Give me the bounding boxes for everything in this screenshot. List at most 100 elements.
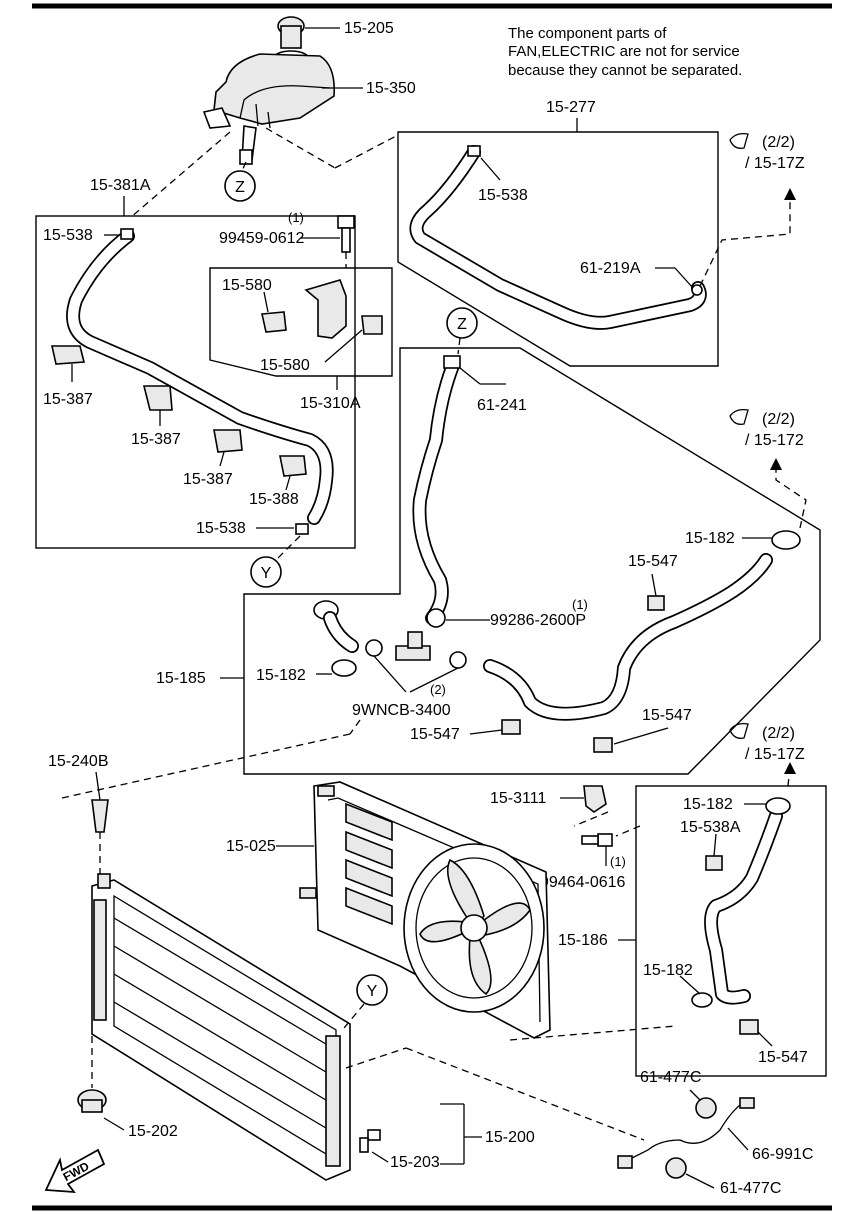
bracket-15-310A[interactable] — [304, 279, 347, 339]
hose-15-277[interactable] — [409, 145, 707, 330]
label-15-185: 15-185 — [156, 670, 206, 687]
hose-15-381A[interactable] — [66, 229, 334, 525]
clip-15-547-c[interactable] — [593, 737, 613, 753]
label-15-387-c: 15-387 — [183, 471, 233, 488]
hose-15-186[interactable] — [704, 809, 783, 1005]
label-61-477C-a: 61-477C — [640, 1069, 701, 1086]
ref-3-page[interactable]: (2/2) — [762, 725, 795, 742]
reservoir-icon[interactable] — [202, 16, 336, 165]
clip-15-388[interactable] — [279, 455, 307, 477]
label-15-350: 15-350 — [366, 80, 416, 97]
clip-15-547-d[interactable] — [739, 1019, 759, 1035]
tee-9WNCB-3400[interactable] — [395, 631, 431, 661]
label-15-202: 15-202 — [128, 1123, 178, 1140]
label-15-381A: 15-381A — [90, 177, 151, 194]
clamp-99286[interactable] — [426, 608, 446, 628]
fwd-arrow-icon: FWD — [44, 1148, 106, 1194]
group-15-381A-outline — [35, 215, 356, 549]
clip-15-547-b[interactable] — [501, 719, 521, 735]
clamp-15-182-b[interactable] — [771, 530, 801, 550]
label-15-388: 15-388 — [249, 491, 299, 508]
hose-15-185-upper[interactable] — [412, 361, 459, 625]
ref-2-page[interactable]: (2/2) — [762, 411, 795, 428]
bolt-99464-0616[interactable] — [581, 833, 613, 847]
label-99459-qty: (1) — [288, 210, 304, 225]
label-15-310A: 15-310A — [300, 395, 361, 412]
label-15-547-b: 15-547 — [410, 726, 460, 743]
note-line-3: because they cannot be separated. — [508, 62, 742, 79]
clip-15-538-b[interactable] — [295, 523, 309, 535]
label-15-182-b: 15-182 — [685, 530, 735, 547]
hose-15-185-lower[interactable] — [483, 553, 773, 721]
label-99464-0616: 99464-0616 — [540, 874, 626, 891]
clip-15-387-c[interactable] — [213, 429, 243, 453]
clip-15-387-a[interactable] — [51, 345, 86, 365]
clip-15-538-a[interactable] — [120, 228, 134, 240]
clamp-9WNCB-a[interactable] — [365, 639, 383, 657]
label-15-182-d: 15-182 — [643, 962, 693, 979]
group-15-185-outline — [243, 347, 821, 775]
bolt-15-203[interactable] — [359, 1129, 381, 1153]
radiator-icon[interactable] — [91, 873, 351, 1181]
svg-text:Y: Y — [261, 565, 272, 582]
clip-15-240B[interactable] — [91, 799, 109, 833]
clip-15-538-upper[interactable] — [467, 145, 481, 157]
label-15-205: 15-205 — [344, 20, 394, 37]
label-61-241: 61-241 — [477, 397, 527, 414]
marker-z-mid: Z — [446, 307, 478, 339]
ref-3-number[interactable]: / 15-17Z — [745, 746, 805, 763]
ref-2-number[interactable]: / 15-172 — [745, 432, 804, 449]
clamp-15-182-a[interactable] — [331, 659, 357, 677]
clip-15-580-a[interactable] — [261, 311, 287, 333]
marker-y-radiator: Y — [356, 974, 388, 1006]
label-99286-2600P: 99286-2600P — [490, 612, 586, 629]
clip-61-477C-b[interactable] — [665, 1157, 687, 1179]
label-61-477C-b: 61-477C — [720, 1180, 781, 1197]
svg-text:Z: Z — [457, 316, 467, 333]
label-15-547-c: 15-547 — [642, 707, 692, 724]
label-15-182-a: 15-182 — [256, 667, 306, 684]
clamp-15-182-d[interactable] — [691, 992, 713, 1008]
clip-15-580-b[interactable] — [361, 315, 383, 335]
clip-15-538A[interactable] — [705, 855, 723, 871]
label-15-547-d: 15-547 — [758, 1049, 808, 1066]
group-15-310A-outline — [209, 267, 393, 377]
clip-15-547-a[interactable] — [647, 595, 665, 611]
label-15-547-a: 15-547 — [628, 553, 678, 570]
group-15-277-outline — [397, 131, 719, 367]
ref-1-number[interactable]: / 15-17Z — [745, 155, 805, 172]
note-line-1: The component parts of — [508, 25, 667, 42]
label-9WNCB-qty: (2) — [430, 682, 446, 697]
bracket-15-3111[interactable] — [583, 785, 607, 813]
marker-y-left: Y — [250, 556, 282, 588]
ref-1-page[interactable]: (2/2) — [762, 134, 795, 151]
clip-61-219A[interactable] — [691, 284, 703, 296]
bolt-99459-0612[interactable] — [337, 215, 355, 253]
mount-15-202[interactable] — [77, 1089, 107, 1113]
clip-61-477C-a[interactable] — [695, 1097, 717, 1119]
clip-15-387-b[interactable] — [142, 385, 173, 411]
clip-reference-icon-3 — [729, 722, 749, 739]
clamp-15-182-c[interactable] — [765, 797, 791, 815]
group-15-186-outline — [635, 785, 827, 1077]
label-99286-qty: (1) — [572, 597, 588, 612]
clip-61-241[interactable] — [443, 355, 461, 369]
hose-15-185-short[interactable] — [313, 600, 359, 653]
fan-icon[interactable] — [403, 843, 545, 1013]
label-61-219A: 61-219A — [580, 260, 641, 277]
shroud-louvres — [345, 802, 393, 926]
label-15-538-c: 15-538 — [196, 520, 246, 537]
svg-text:Y: Y — [367, 983, 378, 1000]
label-15-025: 15-025 — [226, 838, 276, 855]
label-15-387-b: 15-387 — [131, 431, 181, 448]
harness-66-991C[interactable] — [617, 1097, 755, 1169]
label-15-240B: 15-240B — [48, 753, 109, 770]
service-note: The component parts of FAN,ELECTRIC are … — [508, 25, 742, 79]
clip-reference-icon-1 — [729, 132, 749, 149]
label-15-200: 15-200 — [485, 1129, 535, 1146]
label-15-538-a: 15-538 — [478, 187, 528, 204]
marker-z-top: Z — [224, 170, 256, 202]
clamp-9WNCB-b[interactable] — [449, 651, 467, 669]
label-15-580-a: 15-580 — [222, 277, 272, 294]
